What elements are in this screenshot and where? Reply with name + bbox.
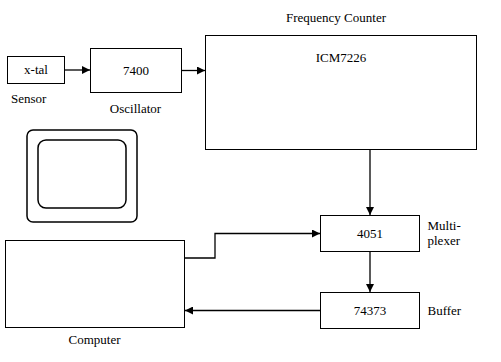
component-label: Sensor <box>11 91 46 106</box>
sensor-box: x-talSensor <box>7 56 65 84</box>
component-label: Oscillator <box>110 101 161 116</box>
signal-arrow <box>182 70 205 71</box>
signal-arrow <box>185 310 320 311</box>
oscillator-box: 7400Oscillator <box>90 48 182 93</box>
signal-arrow <box>369 252 370 292</box>
counter-box: Frequency CounterICM7226 <box>205 35 477 150</box>
monitor-case <box>27 130 137 222</box>
chip-name: ICM7226 <box>206 50 476 65</box>
chip-name: 74373 <box>321 303 419 318</box>
chip-name: x-tal <box>8 62 64 77</box>
block-heading: Frequency Counter <box>286 10 386 25</box>
signal-arrow <box>369 150 370 215</box>
monitor-screen <box>38 140 126 208</box>
chip-name: 7400 <box>91 63 181 78</box>
signal-arrow <box>185 234 320 259</box>
component-label: Buffer <box>428 303 462 318</box>
component-label: Computer <box>69 332 121 347</box>
signal-arrow <box>65 69 90 70</box>
chip-name: 4051 <box>321 226 419 241</box>
component-label: Multi- plexer <box>428 218 474 248</box>
buffer-box: 74373Buffer <box>320 292 420 329</box>
computer-base: Computer <box>5 240 185 328</box>
multiplexer-box: 4051Multi- plexer <box>320 215 420 252</box>
